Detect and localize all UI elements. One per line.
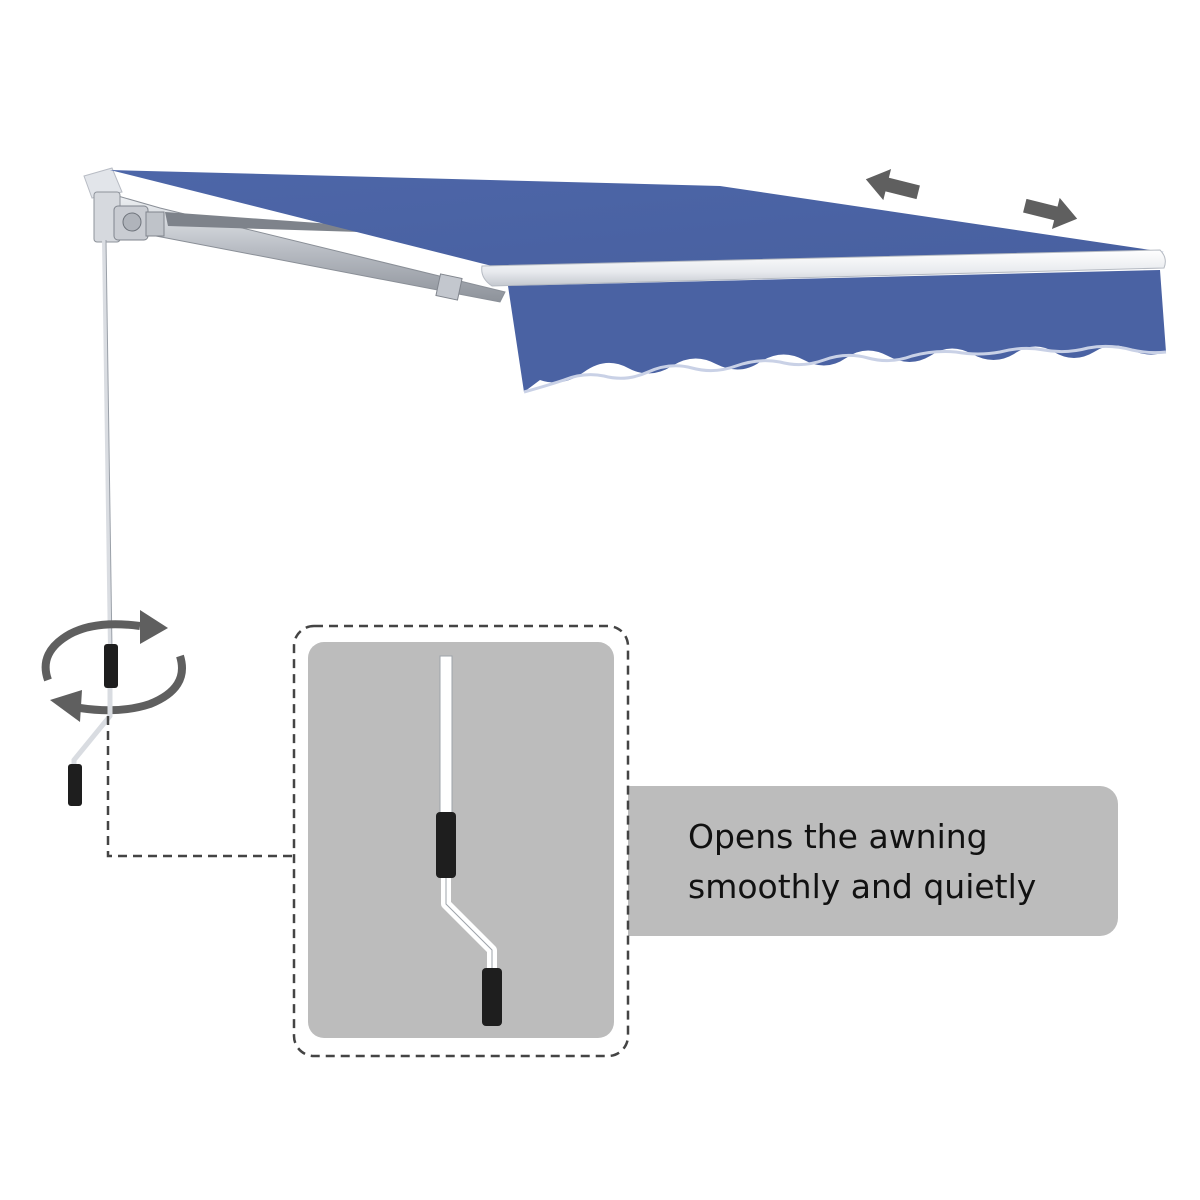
caption-line-2: smoothly and quietly: [688, 867, 1037, 906]
crank-gear-bracket: [93, 191, 165, 243]
awning-canopy: [110, 170, 1164, 268]
awning-front-bar: [481, 249, 1166, 287]
feature-caption: Opens the awning smoothly and quietly: [688, 812, 1108, 912]
caption-panel: [600, 786, 1118, 936]
awning: [83, 167, 1167, 394]
crank-rod: [102, 239, 112, 651]
left-arrow-icon: [865, 169, 920, 201]
caption-line-1: Opens the awning: [688, 817, 988, 856]
awning-valance: [508, 270, 1166, 392]
zoom-box-panel: [308, 642, 614, 1038]
rotate-arrows-icon: [41, 610, 186, 722]
crank-handle-small: [68, 644, 118, 806]
awning-back-bar: [83, 167, 123, 199]
crank-handle-icon: [436, 655, 502, 1026]
dashed-connector: [106, 716, 292, 858]
right-arrow-icon: [1023, 197, 1078, 229]
